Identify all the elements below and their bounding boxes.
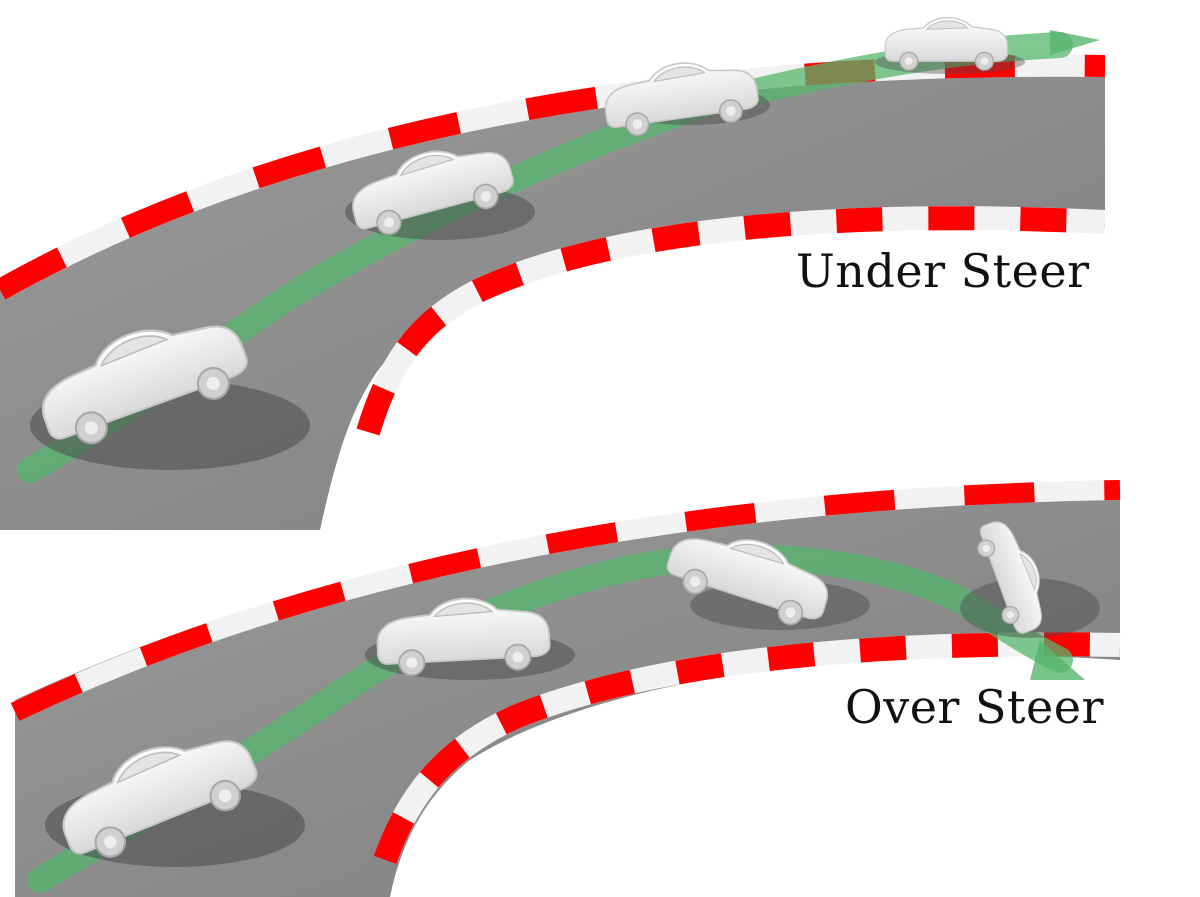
direction-arrow-icon [1030,640,1085,680]
over-outer-kerb-stripes [10,480,1121,722]
under-steer-caption: Under Steer [796,244,1090,298]
under-inner-kerb-stripes [356,206,1106,436]
over-steer-panel [10,480,1121,897]
under-outer-kerb-stripes [0,54,1106,300]
over-inner-kerb-stripes [373,632,1121,865]
under-steer-panel [0,16,1106,530]
over-steer-caption: Over Steer [845,680,1104,734]
direction-arrow-icon [1050,30,1100,55]
